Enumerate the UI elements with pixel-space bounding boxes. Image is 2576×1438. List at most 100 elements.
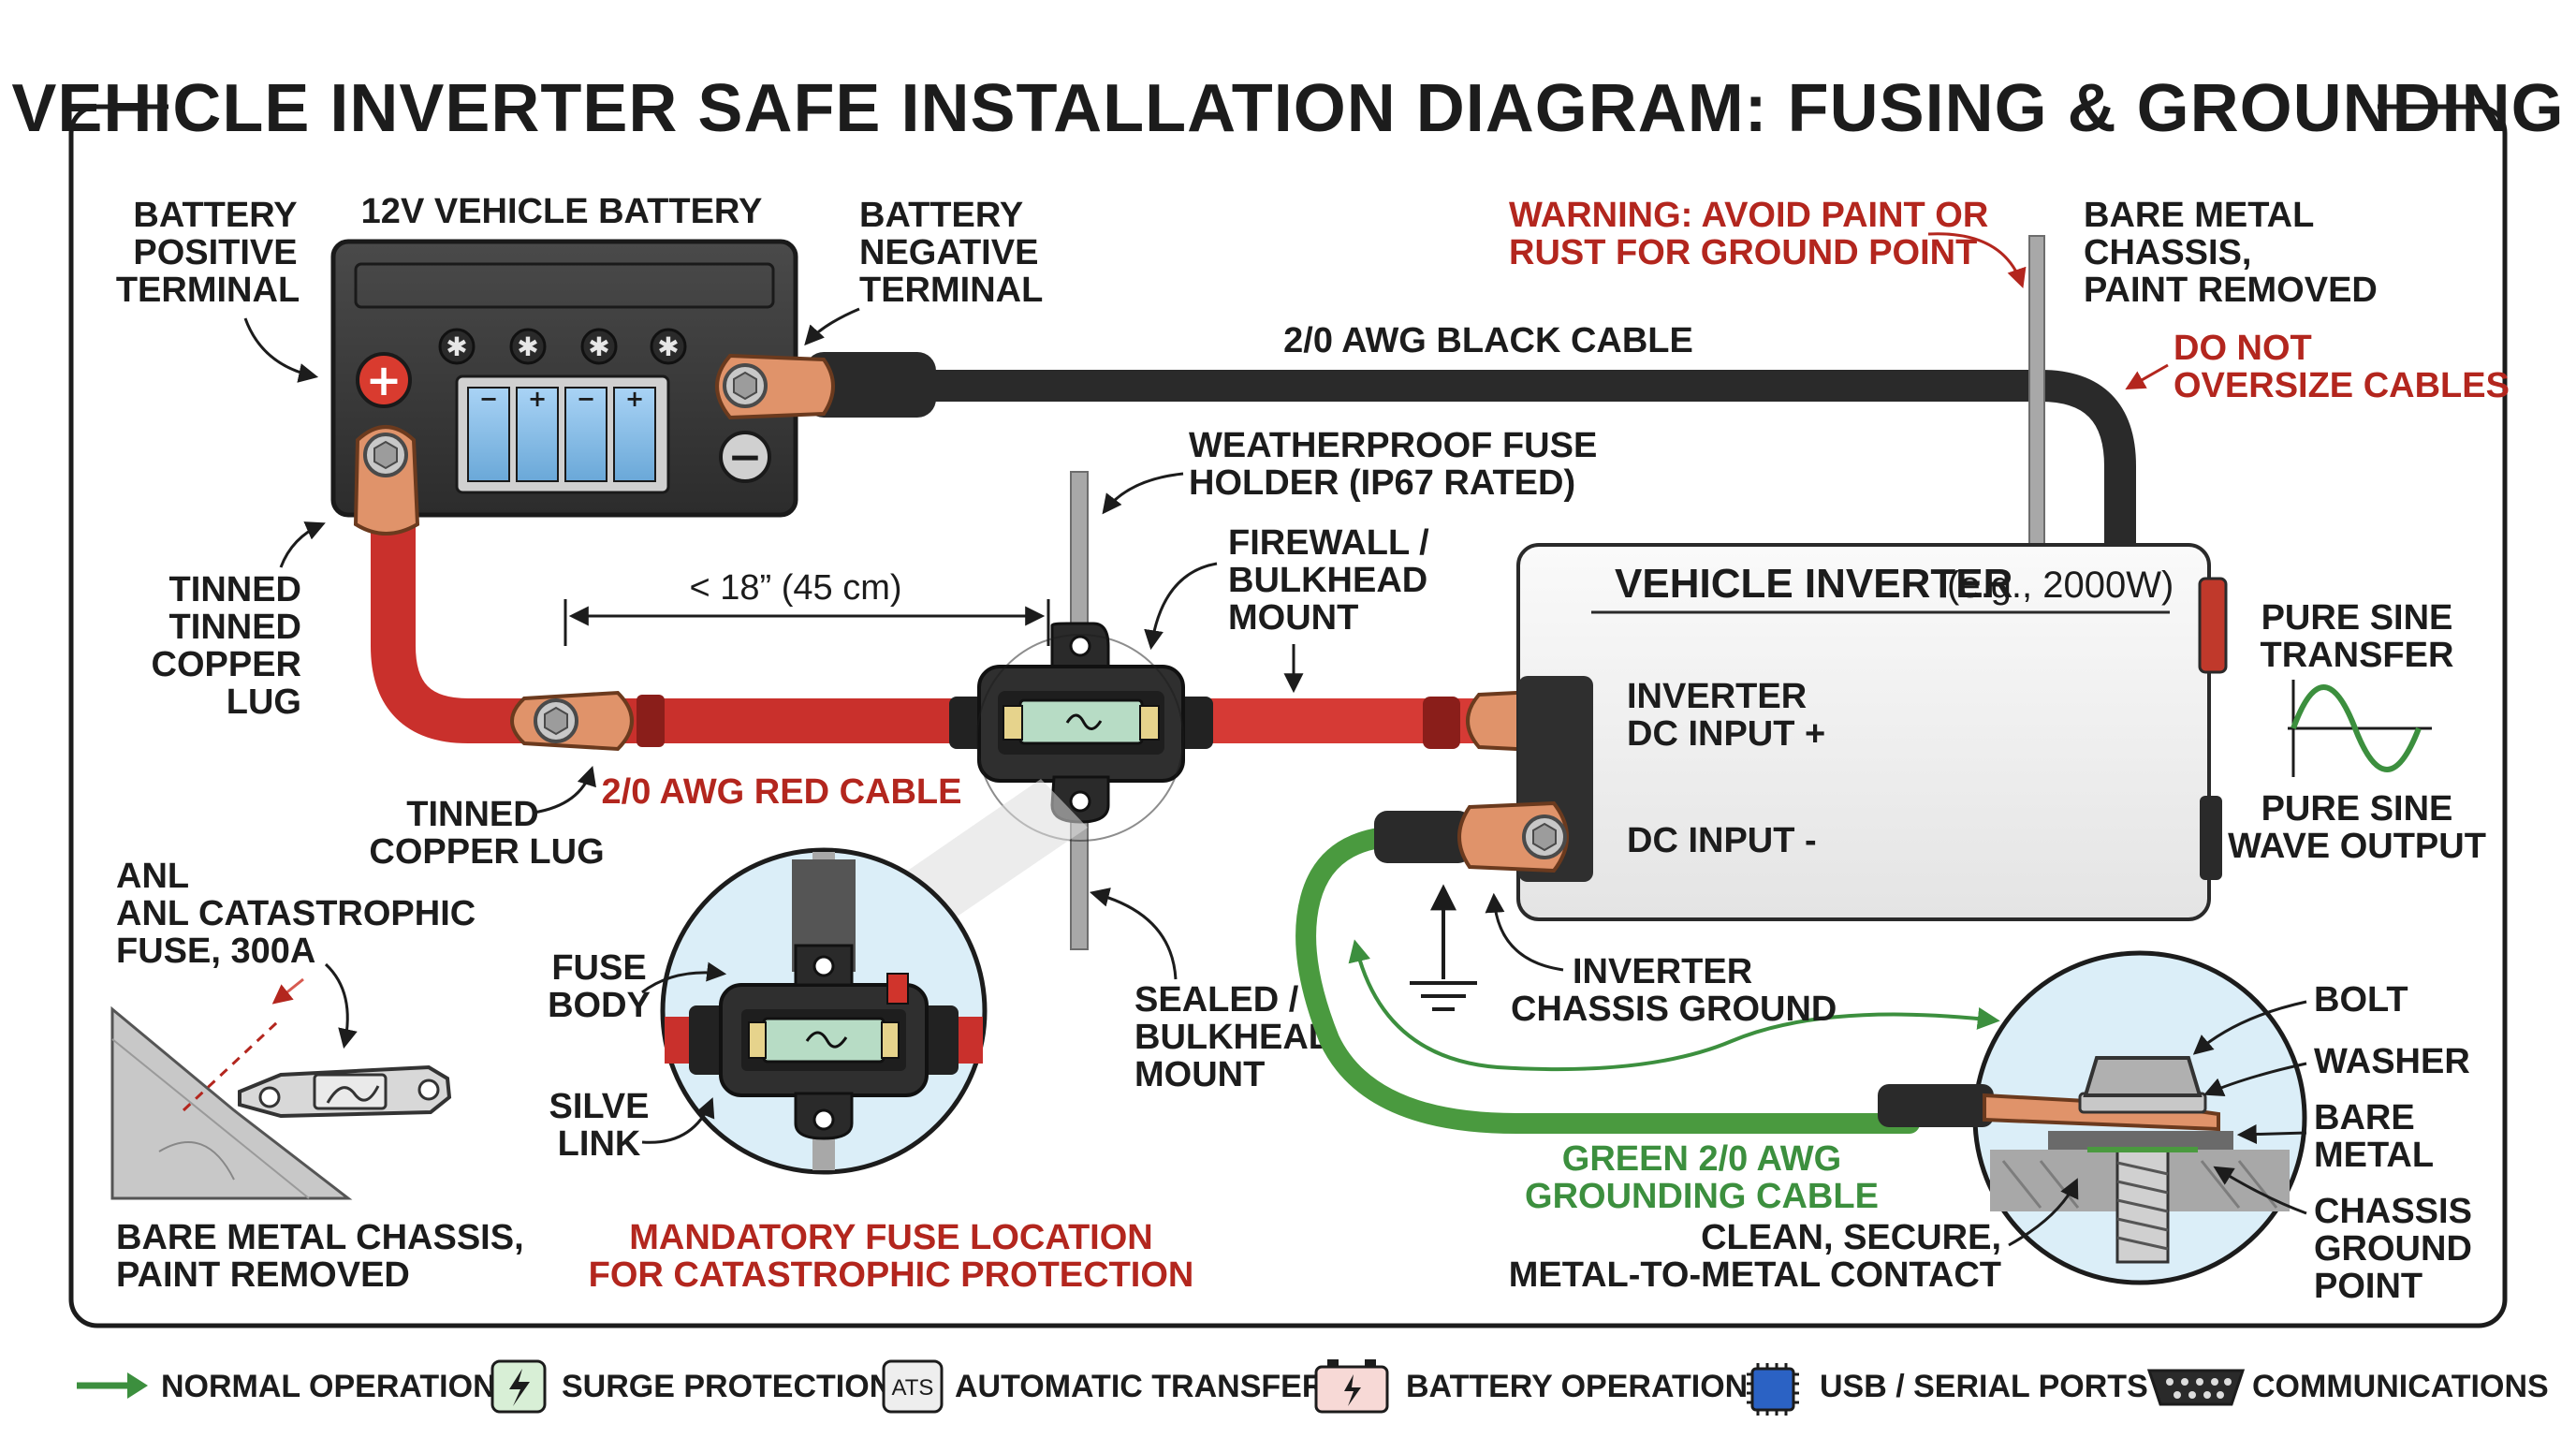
fuse-detail-magnifier xyxy=(660,847,988,1175)
red-cable-label: 2/0 AWG RED CABLE xyxy=(602,772,962,812)
bare-metal-top-1: BARE METAL xyxy=(2084,196,2314,235)
sealed-mount-pointer xyxy=(1089,888,1178,980)
anl-pointer xyxy=(324,962,358,1049)
svg-text:+: + xyxy=(625,386,644,412)
svg-text:✱: ✱ xyxy=(657,331,679,362)
svg-text:+: + xyxy=(528,386,547,412)
chassis-ground-label-1: INVERTER xyxy=(1573,952,1752,991)
legend-item-usb: USB / SERIAL PORTS xyxy=(1747,1363,2148,1416)
legend-item-battery: BATTERY OPERATION xyxy=(1314,1359,1748,1414)
positive-terminal-label-1: BATTERY xyxy=(133,196,297,235)
minus-symbol: − xyxy=(728,433,763,481)
anl-red-arrow xyxy=(271,977,304,1005)
pure-sine-output-2: WAVE OUTPUT xyxy=(2228,827,2486,866)
inverter-negative-lug xyxy=(1374,800,1569,873)
legend: NORMAL OPERATION SURGE PROTECTION ATS AU… xyxy=(77,1359,2549,1416)
bare-metal-label-1: BARE xyxy=(2314,1098,2415,1137)
negative-terminal-pointer xyxy=(804,307,860,346)
warning-label-1: WARNING: AVOID PAINT OR xyxy=(1509,196,1988,235)
chassis-point-pointer xyxy=(2213,1166,2307,1215)
sealed-mount-label-2: BULKHEAD xyxy=(1134,1018,1334,1057)
page-title: VEHICLE INVERTER SAFE INSTALLATION DIAGR… xyxy=(11,71,2564,146)
lug-label-3: COPPER xyxy=(152,645,301,684)
legend-label-2: AUTOMATIC TRANSFER xyxy=(955,1369,1325,1404)
bolt-pointer xyxy=(2192,1000,2307,1055)
negative-lug xyxy=(715,352,936,420)
legend-label-3: BATTERY OPERATION xyxy=(1406,1369,1748,1404)
inline-lug xyxy=(510,690,665,752)
washer-pointer xyxy=(2203,1062,2307,1097)
do-not-oversize-pointer xyxy=(2125,363,2169,390)
battery: ✱ ✱ ✱ ✱ − + − + xyxy=(330,239,798,518)
inverter xyxy=(1516,543,2228,921)
battery-title: 12V VEHICLE BATTERY xyxy=(361,192,763,231)
contact-label-2: METAL-TO-METAL CONTACT xyxy=(1509,1255,2001,1295)
legend-label-1: SURGE PROTECTION xyxy=(562,1369,892,1404)
legend-label-4: USB / SERIAL PORTS xyxy=(1820,1369,2148,1404)
positive-terminal-label-3: TERMINAL xyxy=(116,271,300,310)
black-cable xyxy=(883,370,2136,568)
firewall-pointer xyxy=(1144,562,1218,651)
legend-item-normal-operation: NORMAL OPERATION xyxy=(77,1369,496,1404)
positive-terminal-pointer xyxy=(243,317,319,383)
fuse-caption-1: MANDATORY FUSE LOCATION xyxy=(629,1218,1152,1257)
fuse-caption-2: FOR CATASTROPHIC PROTECTION xyxy=(589,1255,1194,1295)
chassis-point-label-2: GROUND xyxy=(2314,1229,2472,1269)
sealed-mount-label-3: MOUNT xyxy=(1134,1055,1265,1094)
lug-pointer-1 xyxy=(279,521,326,568)
lug-label-4: LUG xyxy=(227,682,301,722)
chassis-plate xyxy=(110,1005,353,1200)
green-cable-label-1: GREEN 2/0 AWG xyxy=(1562,1139,1841,1179)
bare-metal-label-2: METAL xyxy=(2314,1136,2434,1175)
bare-metal-top-2: CHASSIS, xyxy=(2084,233,2251,272)
legend-item-communications: COMMUNICATIONS xyxy=(2146,1369,2549,1406)
washer-label: WASHER xyxy=(2314,1042,2470,1081)
anl-chassis-label-2: PAINT REMOVED xyxy=(116,1255,410,1295)
warning-pointer xyxy=(1927,232,2027,288)
minus-icon xyxy=(719,431,771,483)
contact-pointer xyxy=(2008,1178,2079,1247)
svg-text:−: − xyxy=(577,386,595,412)
chassis-pole xyxy=(2028,235,2045,555)
pure-sine-transfer-1: PURE SINE xyxy=(2261,598,2453,638)
pure-sine-transfer-2: TRANSFER xyxy=(2261,636,2454,675)
chip-icon xyxy=(1750,1367,1795,1412)
black-cable-label: 2/0 AWG BLACK CABLE xyxy=(1283,321,1693,360)
dc-input-pos-label-1: INVERTER xyxy=(1627,677,1807,716)
svg-text:✱: ✱ xyxy=(517,331,538,362)
svg-text:−: − xyxy=(479,386,498,412)
distance-label: < 18” (45 cm) xyxy=(689,568,901,608)
svg-text:✱: ✱ xyxy=(588,331,609,362)
firewall-label-2: BULKHEAD xyxy=(1228,561,1427,600)
ats-icon-text: ATS xyxy=(892,1375,934,1401)
legend-item-ats: ATS AUTOMATIC TRANSFER xyxy=(882,1359,1325,1414)
silver-link-label-2: LINK xyxy=(558,1124,641,1164)
chassis-point-label-1: CHASSIS xyxy=(2314,1192,2472,1231)
sine-wave-icon xyxy=(2288,680,2432,777)
plus-symbol: + xyxy=(366,355,402,405)
sealed-mount-label-1: SEALED / xyxy=(1134,980,1299,1020)
lug-label-6: COPPER LUG xyxy=(369,832,604,872)
fuse-holder-pointer xyxy=(1102,472,1184,515)
anl-label-2: ANL CATASTROPHIC xyxy=(116,894,476,933)
anl-dashed-line xyxy=(182,1020,279,1112)
red-cable xyxy=(371,487,1535,743)
anl-label-3: FUSE, 300A xyxy=(116,932,315,971)
negative-terminal-label-1: BATTERY xyxy=(859,196,1023,235)
positive-terminal-label-2: POSITIVE xyxy=(133,233,297,272)
warning-label-2: RUST FOR GROUND POINT xyxy=(1509,233,1977,272)
anl-fuse-icon xyxy=(238,1064,452,1119)
dc-input-neg-label: DC INPUT - xyxy=(1627,821,1817,860)
negative-terminal-label-2: NEGATIVE xyxy=(859,233,1038,272)
positive-lug xyxy=(353,425,420,536)
green-cable xyxy=(1295,825,1920,1134)
inverter-subtitle: (e.g., 2000W) xyxy=(1947,565,2174,606)
title-backdrop xyxy=(168,66,2378,150)
fuse-holder-label-2: HOLDER (IP67 RATED) xyxy=(1189,463,1575,503)
lug-label-2: TINNED xyxy=(169,608,301,647)
fuse-body-pointer xyxy=(641,961,727,994)
legend-label-0: NORMAL OPERATION xyxy=(161,1369,496,1404)
chassis-point-label-3: POINT xyxy=(2314,1267,2422,1306)
do-not-oversize-1: DO NOT xyxy=(2174,329,2312,368)
